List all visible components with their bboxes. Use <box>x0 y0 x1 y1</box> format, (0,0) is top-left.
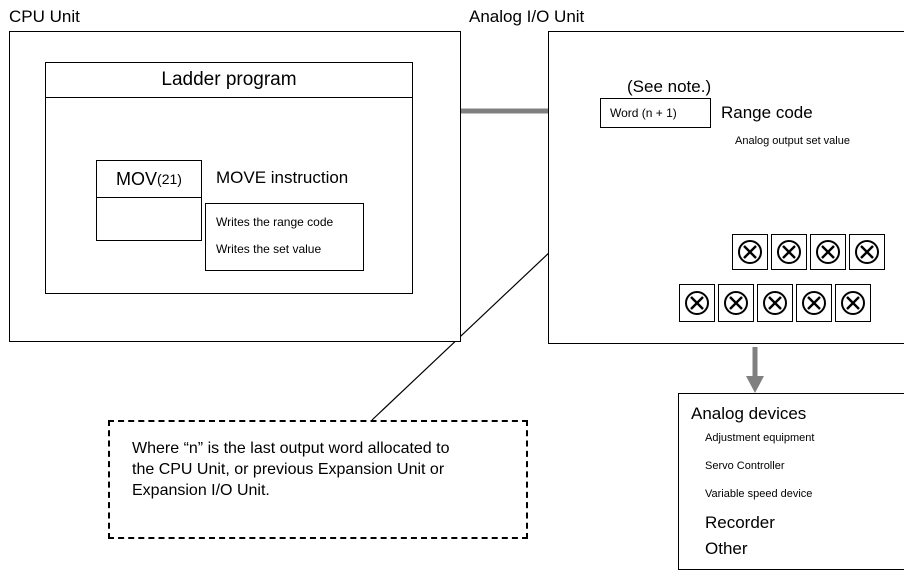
terminal-screw-icon <box>835 284 871 322</box>
device-item: Variable speed device <box>705 488 813 500</box>
analog-devices-title: Analog devices <box>691 404 807 423</box>
terminal-screw-icon <box>732 234 768 270</box>
note-range-code: Writes the range code <box>216 215 334 229</box>
move-instruction-label: MOVE instruction <box>216 168 349 187</box>
mov-header: MOV(21) <box>97 161 201 198</box>
set-value-label: Analog output set value <box>735 135 850 147</box>
note-line: Where “n” is the last output word alloca… <box>132 440 450 457</box>
output-down-arrow <box>746 347 764 393</box>
note-line: Expansion I/O Unit. <box>132 482 270 499</box>
terminal-screw-icon <box>718 284 754 322</box>
mov-code: (21) <box>157 171 182 187</box>
terminal-screw-icon <box>679 284 715 322</box>
word-box: Word (n + 1) <box>600 98 711 128</box>
device-item: Adjustment equipment <box>705 432 815 444</box>
terminal-screw-icon <box>757 284 793 322</box>
instruction-notes-box: Writes the range code Writes the set val… <box>205 203 364 271</box>
mov-instruction-block: MOV(21) <box>96 160 202 241</box>
note-set-value: Writes the set value <box>216 242 322 256</box>
see-note-label: (See note.) <box>627 77 712 96</box>
note-line: the CPU Unit, or previous Expansion Unit… <box>132 461 445 478</box>
terminal-screw-icon <box>849 234 885 270</box>
cpu-unit-label: CPU Unit <box>9 7 80 26</box>
analog-unit-label: Analog I/O Unit <box>469 7 585 26</box>
analog-devices-box: Analog devices Adjustment equipment Serv… <box>678 393 904 570</box>
terminal-screw-icon <box>771 234 807 270</box>
note-box: Where “n” is the last output word alloca… <box>108 420 528 539</box>
terminal-row-bottom <box>679 284 871 322</box>
ladder-program-title: Ladder program <box>46 63 412 98</box>
device-item: Other <box>705 539 748 558</box>
word-label: Word (n + 1) <box>610 106 677 120</box>
range-code-label: Range code <box>721 103 813 122</box>
terminal-screw-icon <box>796 284 832 322</box>
terminal-row-top <box>732 234 888 270</box>
device-item: Recorder <box>705 513 775 532</box>
mov-mnemonic: MOV <box>116 168 158 189</box>
terminal-screw-icon <box>810 234 846 270</box>
device-item: Servo Controller <box>705 460 785 472</box>
